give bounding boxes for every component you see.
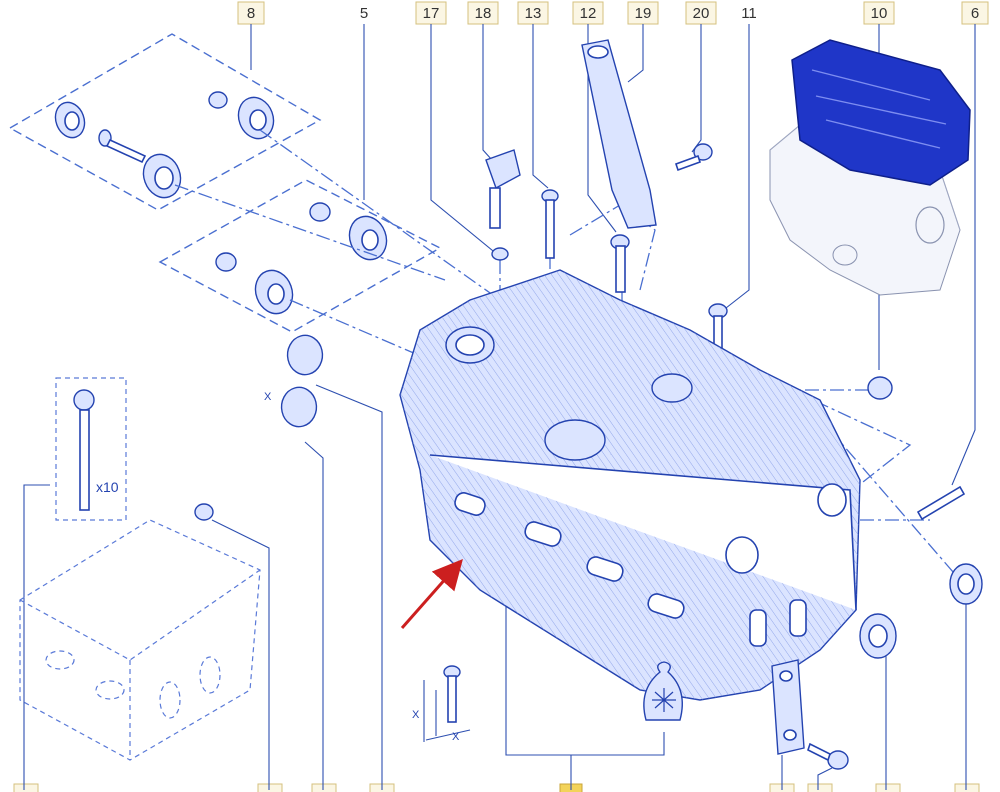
red-pointer-arrow [400, 559, 463, 629]
bracket-19 [581, 39, 657, 229]
bolt-13 [541, 189, 559, 259]
svg-text:12: 12 [580, 5, 597, 22]
callout-20: 20 [685, 1, 717, 25]
callout-10: 10 [863, 1, 895, 25]
callout-17: 17 [415, 1, 447, 25]
stud-6 [916, 485, 966, 521]
plug-5a [309, 202, 331, 222]
svg-text:8: 8 [247, 5, 255, 22]
svg-text:13: 13 [525, 5, 542, 22]
group-box-8 [8, 33, 322, 211]
sensor-18 [485, 149, 521, 261]
callout-8: 8 [237, 1, 265, 25]
svg-text:x10: x10 [96, 479, 119, 495]
seal-right-a [949, 563, 983, 605]
top-callouts: 8 5 17 18 13 12 19 20 11 10 6 [237, 1, 989, 25]
callout-18: 18 [467, 1, 499, 25]
svg-text:6: 6 [971, 5, 979, 22]
sealant-bag-icon [643, 661, 683, 721]
cup-plugs: X [264, 334, 324, 428]
svg-text:10: 10 [871, 5, 888, 22]
plug-10 [867, 376, 893, 400]
seal-ring-8b [142, 153, 182, 199]
engine-thumbnail [769, 39, 971, 296]
callout-12: 12 [572, 1, 604, 25]
callout-5: 5 [360, 5, 368, 22]
phantom-cylinder-head [19, 519, 261, 761]
callout-13: 13 [517, 1, 549, 25]
seal-ring-8a [54, 101, 86, 139]
callout-11: 11 [741, 5, 757, 22]
svg-text:X: X [264, 391, 272, 403]
seal-ring-5b [254, 269, 294, 315]
callout-6: 6 [961, 1, 989, 25]
svg-text:X: X [452, 731, 460, 743]
cylinder-head [399, 269, 861, 701]
port-openings [454, 492, 807, 647]
seal-ring-5a [348, 215, 388, 261]
lifting-bracket [771, 659, 849, 770]
bolt-12 [610, 234, 630, 293]
svg-text:19: 19 [635, 5, 652, 22]
seal-ring-8c [237, 96, 275, 140]
bolt-20 [674, 143, 713, 172]
svg-text:18: 18 [475, 5, 492, 22]
svg-text:11: 11 [741, 5, 757, 22]
svg-text:20: 20 [693, 5, 710, 22]
svg-text:5: 5 [360, 5, 368, 22]
svg-text:X: X [412, 709, 420, 721]
dowel-plug [194, 503, 214, 521]
torque-symbol: X X [412, 665, 471, 743]
svg-text:17: 17 [423, 5, 440, 22]
callout-19: 19 [627, 1, 659, 25]
group-box-5 [158, 179, 442, 333]
bottom-callouts [13, 783, 980, 792]
plug-5b [215, 252, 237, 272]
seal-right-b [859, 613, 897, 659]
bolt-8 [98, 129, 147, 164]
plug-8 [208, 91, 228, 109]
head-bolt-box: x10 [55, 377, 127, 521]
